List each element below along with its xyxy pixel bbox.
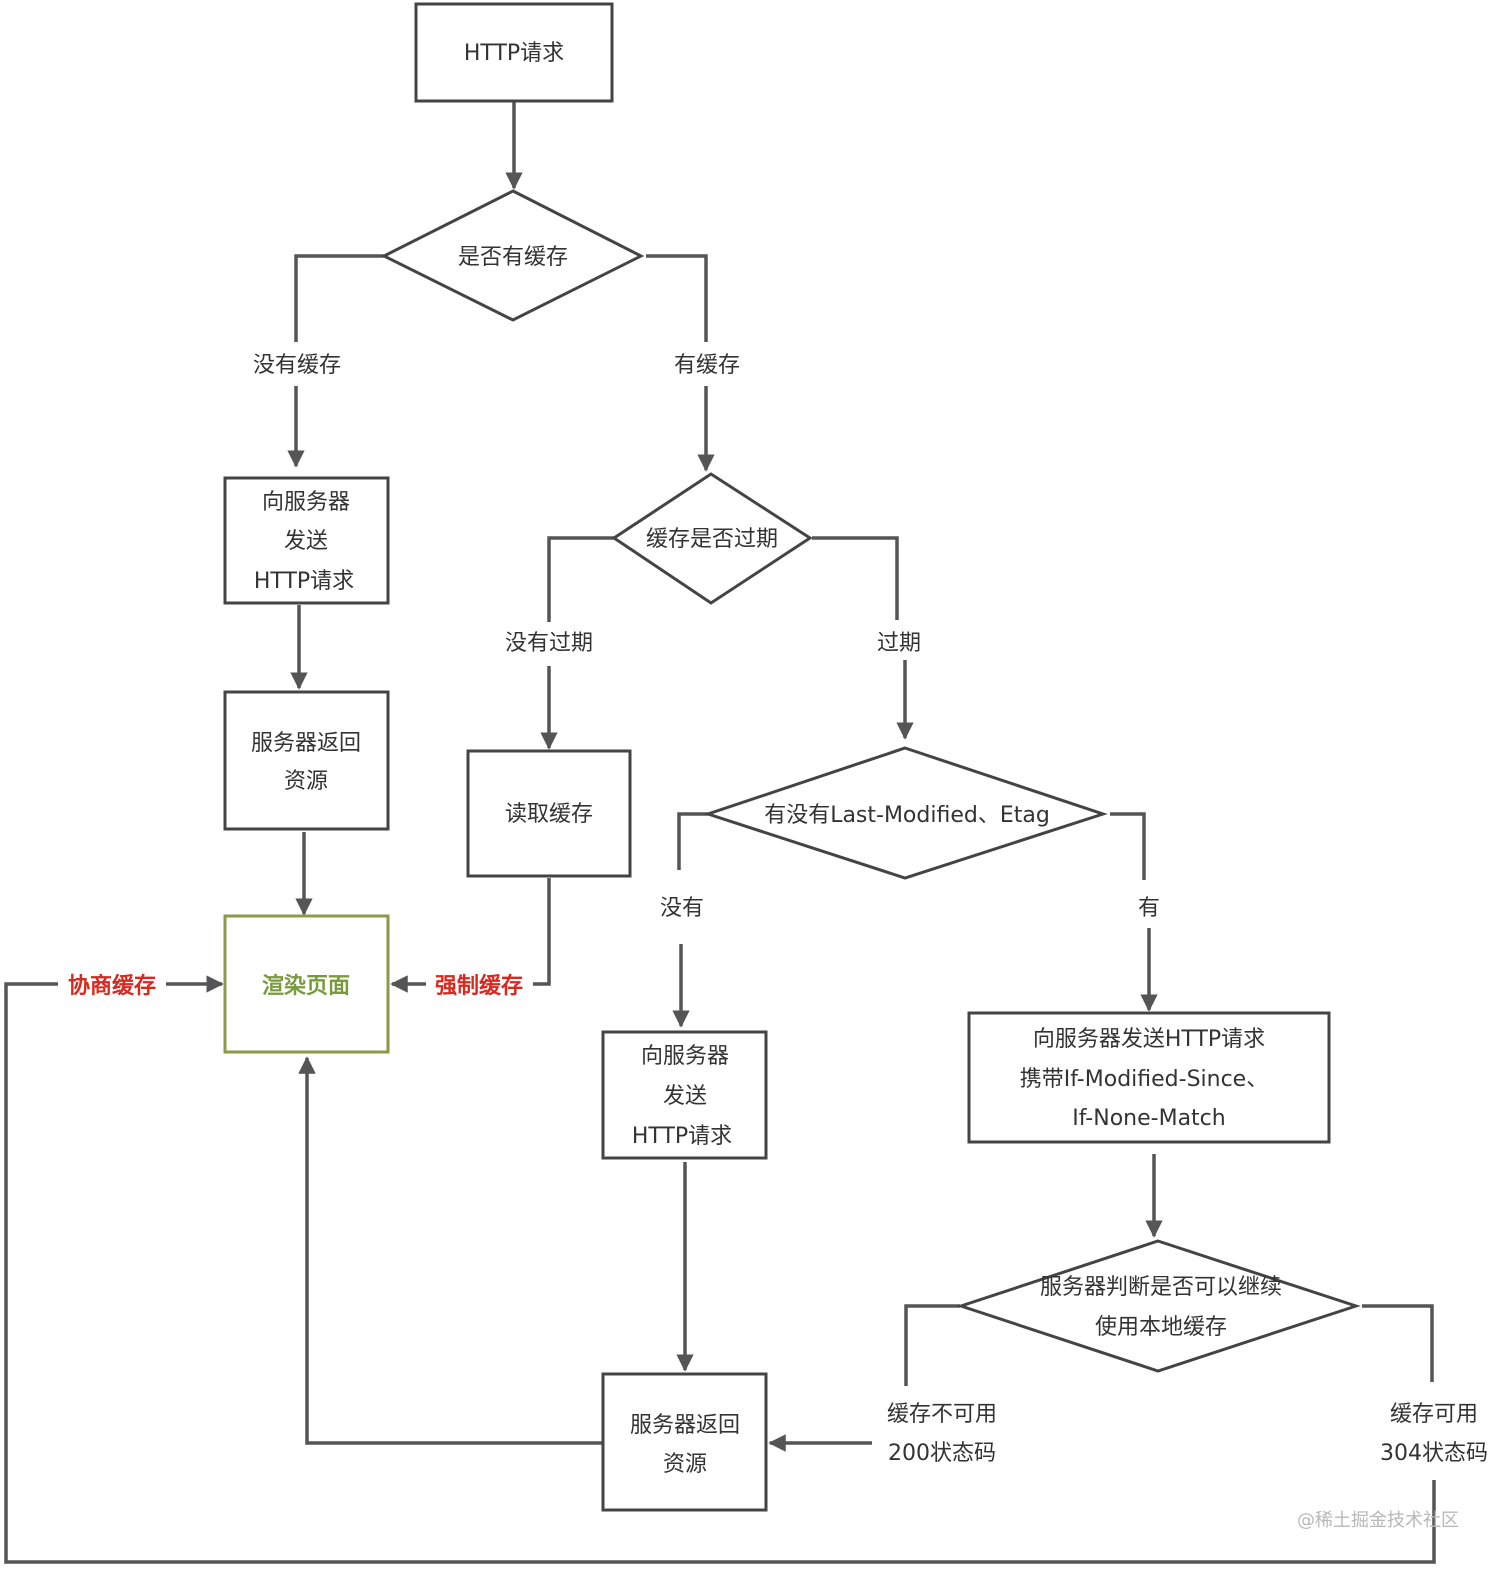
node-http-request-label: HTTP请求 [464,41,564,66]
edge-label-negotiated-cache: 协商缓存 [68,973,156,999]
node-send-request-1: 向服务器 发送 HTTP请求 [223,476,390,605]
node-server-return-1-line-2: 资源 [284,769,328,794]
edge-label-cache-usable-line-2: 304状态码 [1380,1441,1488,1466]
edge-label-has-validators: 有 [1138,896,1160,921]
decision-server-judge-line-2: 使用本地缓存 [1095,1315,1227,1340]
decision-has-validators: 有没有Last-Modified、Etag [703,746,1108,880]
edge-label-has-cache: 有缓存 [674,353,740,378]
edge-label-not-expired: 没有过期 [505,631,593,656]
node-server-return-2-line-2: 资源 [663,1452,707,1477]
node-send-request-1-line-2: 发送 [284,529,328,554]
node-send-request-1-line-1: 向服务器 [262,490,350,515]
node-read-cache-label: 读取缓存 [505,802,593,827]
edge-return-2-to-render [298,1056,603,1445]
watermark: @稀土掘金技术社区 [1297,1510,1459,1531]
node-read-cache: 读取缓存 [466,749,632,878]
node-send-conditional-request: 向服务器发送HTTP请求 携带If-Modified-Since、 If-Non… [967,1011,1331,1144]
edge-not-expired [547,536,614,622]
decision-cache-expired: 缓存是否过期 [611,472,813,605]
decision-server-judge-line-1: 服务器判断是否可以继续 [1040,1275,1282,1300]
edge-read-cache-down [533,878,551,986]
node-send-request-2-line-2: 发送 [663,1084,707,1109]
node-send-request-2-line-1: 向服务器 [641,1044,729,1069]
edge-has-validators [1110,812,1146,880]
edge-labels: 没有缓存 有缓存 没有过期 过期 没有 有 缓存不可用 200状态码 缓存可用 … [68,353,1488,1466]
edge-label-no-validators: 没有 [660,896,704,921]
edge-label-cache-unusable-line-2: 200状态码 [888,1441,996,1466]
edge-label-cache-unusable-line-1: 缓存不可用 [887,1402,997,1427]
node-send-request-2-line-3: HTTP请求 [632,1124,732,1149]
edge-label-no-cache: 没有缓存 [253,353,341,378]
decision-has-validators-label: 有没有Last-Modified、Etag [764,803,1050,828]
edge-label-cache-usable-line-1: 缓存可用 [1390,1402,1478,1427]
node-send-request-2: 向服务器 发送 HTTP请求 [601,1030,768,1160]
node-http-request: HTTP请求 [414,2,614,103]
edge-no-validators [677,812,708,870]
connectors [4,102,1436,1564]
edge-expired [812,536,899,620]
node-server-return-2: 服务器返回 资源 [601,1372,768,1512]
node-server-return-1: 服务器返回 资源 [223,690,390,831]
node-server-return-1-line-1: 服务器返回 [251,731,361,756]
node-send-conditional-line-1: 向服务器发送HTTP请求 [1033,1027,1265,1052]
node-send-request-1-line-3: HTTP请求 [254,569,354,594]
node-render-page: 渲染页面 [223,914,390,1054]
edge-label-forced-cache: 强制缓存 [435,973,523,999]
node-render-page-label: 渲染页面 [262,973,350,999]
decision-has-cache-label: 是否有缓存 [458,245,568,270]
edge-cache-unusable [904,1304,960,1386]
decision-has-cache: 是否有缓存 [380,189,645,322]
decision-server-judge: 服务器判断是否可以继续 使用本地缓存 [956,1239,1361,1373]
edge-has-cache [646,254,708,342]
edge-cache-usable [1362,1304,1434,1382]
node-send-conditional-line-2: 携带If-Modified-Since、 [1020,1067,1268,1092]
decision-cache-expired-label: 缓存是否过期 [646,527,778,552]
node-send-conditional-line-3: If-None-Match [1072,1106,1225,1131]
edge-label-expired: 过期 [877,631,921,656]
edge-cache-usable-loop [4,982,1436,1564]
edge-no-cache [294,254,384,342]
node-server-return-2-line-1: 服务器返回 [630,1413,740,1438]
